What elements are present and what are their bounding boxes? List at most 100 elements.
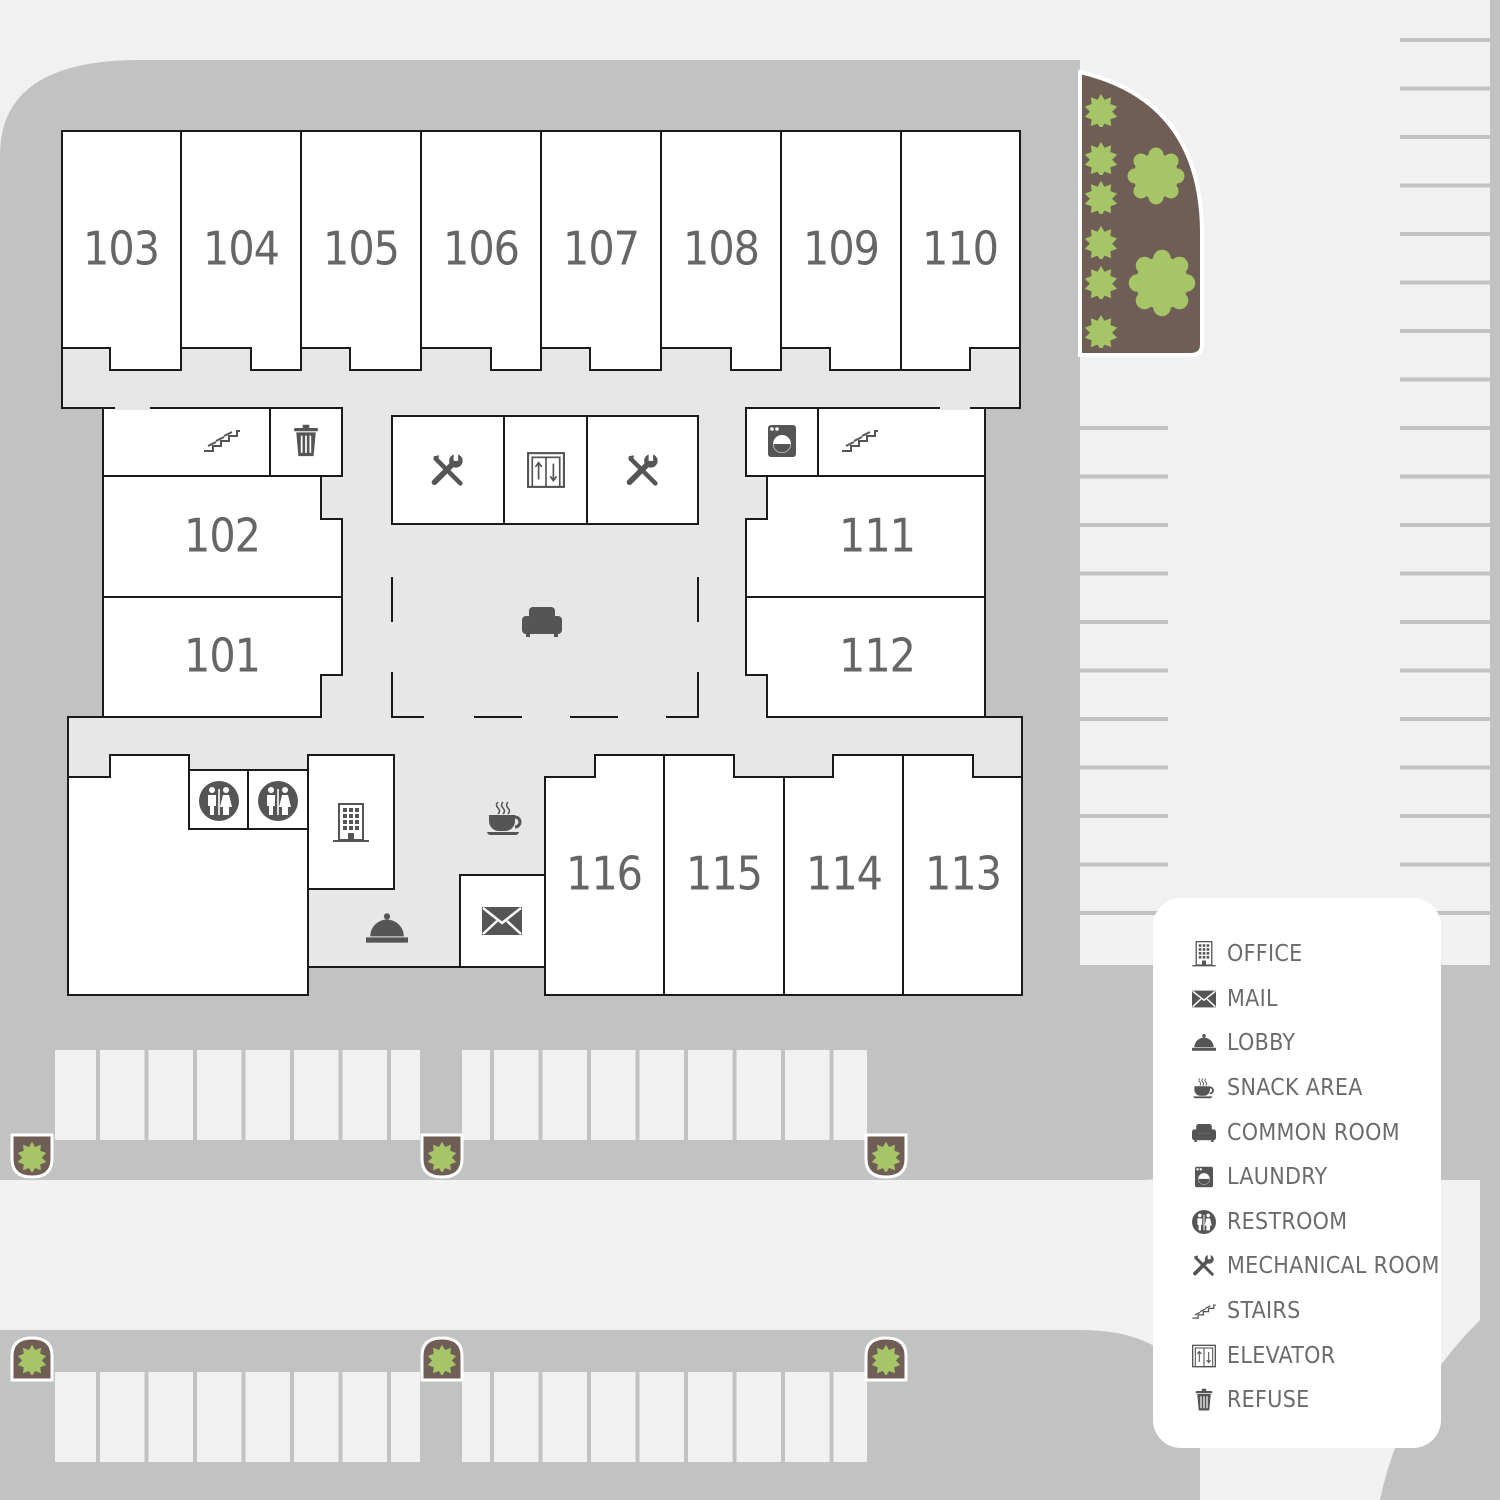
planter — [10, 1336, 54, 1382]
parking-stall-line — [1400, 38, 1490, 42]
legend-item-mechanical-room[interactable]: MECHANICAL ROOM — [1191, 1244, 1441, 1289]
unit-112[interactable]: 112 — [839, 629, 916, 683]
refuse-icon — [1191, 1387, 1217, 1413]
legend-item-snack-area[interactable]: SNACK AREA — [1191, 1066, 1441, 1111]
unit-labels: 103 104 105 106 107 108 109 110 102 101 … — [83, 222, 1002, 901]
legend-label: REFUSE — [1227, 1387, 1310, 1414]
legend-item-mail[interactable]: MAIL — [1191, 977, 1441, 1022]
parking-stall-line — [1400, 862, 1490, 867]
unit-111[interactable]: 111 — [839, 509, 916, 563]
parking-stall-line — [1400, 620, 1490, 624]
legend-label: MECHANICAL ROOM — [1227, 1253, 1440, 1280]
parking-stall-line — [538, 1372, 543, 1462]
parking-stall-line — [1400, 523, 1490, 527]
parking-stall-line — [1080, 571, 1168, 576]
parking-stall-line — [781, 1050, 785, 1140]
parking-stall-line — [538, 1050, 543, 1140]
unit-106[interactable]: 106 — [443, 222, 520, 276]
mail-icon — [1191, 986, 1217, 1012]
parking-stall-line — [1400, 765, 1490, 770]
parking-stall-line — [193, 1050, 197, 1140]
unit-101[interactable]: 101 — [184, 629, 261, 683]
parking-stall-line — [829, 1050, 834, 1140]
parking-stall-line — [1400, 232, 1490, 236]
parking-stall-line — [1080, 474, 1168, 479]
parking-stall-line — [490, 1050, 494, 1140]
legend-item-lobby[interactable]: LOBBY — [1191, 1021, 1441, 1066]
building — [61, 130, 1023, 996]
parking-stall-line — [1080, 717, 1168, 721]
parking-stall-line — [1080, 814, 1168, 818]
legend-label: COMMON ROOM — [1227, 1119, 1400, 1146]
parking-stall-line — [1400, 280, 1490, 285]
unit-113[interactable]: 113 — [925, 847, 1002, 901]
legend-item-laundry[interactable]: LAUNDRY — [1191, 1155, 1441, 1200]
parking-stall-line — [587, 1372, 591, 1462]
parking-stall-line — [290, 1050, 294, 1140]
unit-114[interactable]: 114 — [806, 847, 883, 901]
legend-label: LAUNDRY — [1227, 1164, 1328, 1191]
parking-bottom — [55, 1050, 867, 1462]
legend-item-elevator[interactable]: ELEVATOR — [1191, 1333, 1441, 1378]
stairs-icon — [1191, 1298, 1217, 1324]
legend-item-restroom[interactable]: RESTROOM — [1191, 1200, 1441, 1245]
unit-109[interactable]: 109 — [803, 222, 880, 276]
parking-stall-line — [1400, 668, 1490, 673]
laundry-icon — [768, 425, 796, 457]
legend-item-office[interactable]: OFFICE — [1191, 932, 1441, 977]
parking-stall-line — [635, 1372, 640, 1462]
legend-item-stairs[interactable]: STAIRS — [1191, 1289, 1441, 1334]
parking-stall-line — [829, 1372, 834, 1462]
parking-stall-line — [587, 1050, 591, 1140]
map-legend: OFFICE MAIL LOBBY SNACK AREA COMMON ROOM… — [1153, 898, 1441, 1448]
unit-107[interactable]: 107 — [563, 222, 640, 276]
unit-116[interactable]: 116 — [566, 847, 643, 901]
legend-label: MAIL — [1227, 985, 1278, 1012]
parking-stall-line — [1400, 183, 1490, 188]
parking-stall-line — [1400, 377, 1490, 382]
parking-stall-line — [1080, 668, 1168, 673]
planter — [420, 1133, 464, 1179]
legend-label: STAIRS — [1227, 1298, 1301, 1325]
parking-stall-line — [1080, 426, 1168, 430]
parking-stall-line — [338, 1050, 343, 1140]
parking-stall-line — [338, 1372, 343, 1462]
parking-stall-line — [241, 1372, 246, 1462]
restroom-icon — [258, 781, 298, 821]
unit-108[interactable]: 108 — [683, 222, 760, 276]
restroom-icon — [1191, 1209, 1217, 1235]
snack-area-icon — [1191, 1075, 1217, 1101]
parking-stall-line — [144, 1372, 149, 1462]
parking-stall-line — [193, 1372, 197, 1462]
parking-stall-line — [96, 1050, 100, 1140]
parking-stall-line — [732, 1050, 737, 1140]
parking-stall-line — [144, 1050, 149, 1140]
unit-105[interactable]: 105 — [323, 222, 400, 276]
parking-stall-line — [684, 1372, 688, 1462]
unit-104[interactable]: 104 — [203, 222, 280, 276]
office-icon — [1191, 941, 1217, 967]
parking-right — [1080, 0, 1500, 965]
restroom-icon — [199, 781, 239, 821]
legend-item-refuse[interactable]: REFUSE — [1191, 1378, 1441, 1423]
parking-stall-line — [1400, 474, 1490, 479]
unit-115[interactable]: 115 — [686, 847, 763, 901]
parking-stall-line — [290, 1372, 294, 1462]
parking-stall-line — [1400, 571, 1490, 576]
legend-label: ELEVATOR — [1227, 1342, 1336, 1369]
parking-stall-line — [241, 1050, 246, 1140]
planter — [864, 1133, 908, 1179]
planter — [10, 1133, 54, 1179]
parking-stall-line — [684, 1050, 688, 1140]
unit-103[interactable]: 103 — [83, 222, 160, 276]
elevator-icon — [1191, 1343, 1217, 1369]
parking-stall-line — [387, 1050, 391, 1140]
legend-label: OFFICE — [1227, 941, 1303, 968]
legend-item-common-room[interactable]: COMMON ROOM — [1191, 1110, 1441, 1155]
unit-102[interactable]: 102 — [184, 509, 261, 563]
parking-stall-line — [490, 1372, 494, 1462]
legend-label: SNACK AREA — [1227, 1075, 1363, 1102]
common-room-outline — [391, 577, 699, 718]
unit-110[interactable]: 110 — [922, 222, 999, 276]
planter — [420, 1336, 464, 1382]
